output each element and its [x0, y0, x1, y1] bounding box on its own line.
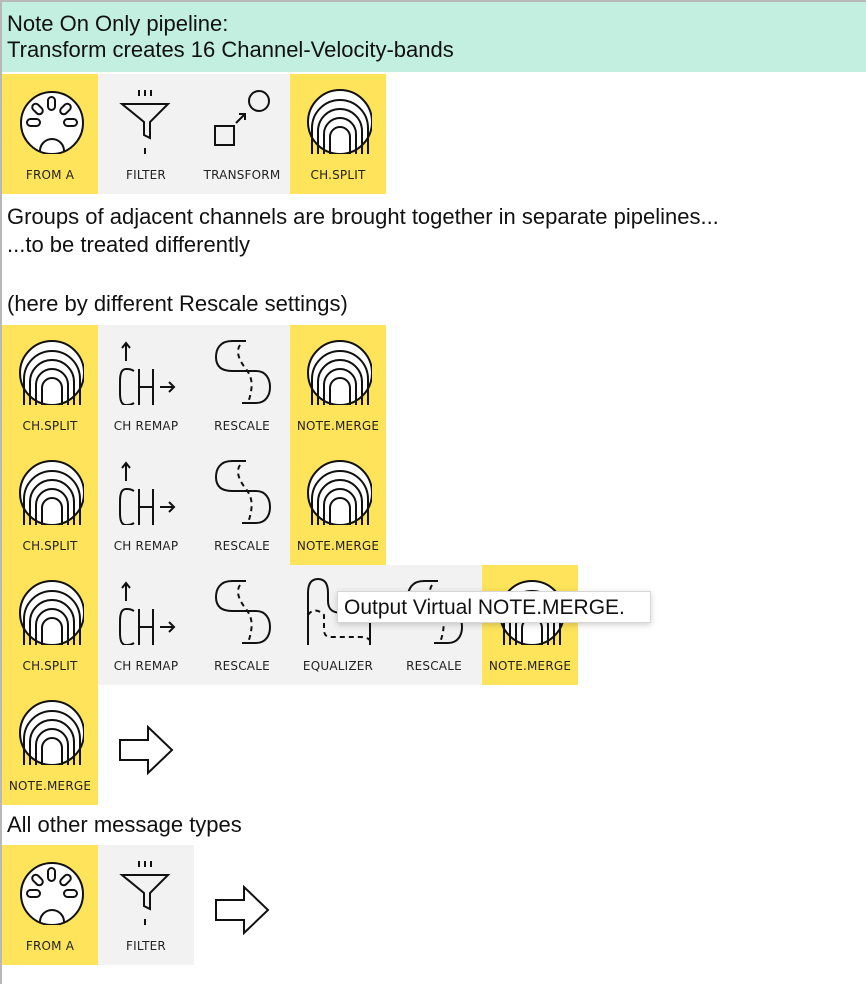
module-tile-note-merge[interactable]: NOTE.MERGE [482, 565, 578, 685]
module-tile-ch-split[interactable]: CH.SPLIT [2, 565, 98, 685]
module-label: CH REMAP [113, 539, 179, 553]
module-label: CH.SPLIT [22, 419, 78, 433]
output-arrow-icon[interactable] [98, 685, 194, 805]
pipeline-row: NOTE.MERGE [2, 685, 194, 805]
module-label: NOTE.MERGE [8, 779, 92, 793]
module-tile-rescale[interactable]: RESCALE [194, 565, 290, 685]
pipeline-row: FROM A FILTER [2, 845, 290, 965]
module-tile-ch-split[interactable]: CH.SPLIT [290, 74, 386, 194]
module-label: TRANSFORM [203, 168, 281, 182]
rescale-note-text: (here by different Rescale settings) [7, 291, 348, 316]
module-label: RESCALE [214, 539, 270, 553]
module-tile-ch-remap[interactable]: CH REMAP [98, 325, 194, 445]
module-tile-rescale[interactable]: RESCALE [194, 445, 290, 565]
module-tile-from-a[interactable]: FROM A [2, 74, 98, 194]
pipeline-row: CH.SPLIT CH REMAP RESCALE NOTE.MERGE [2, 445, 386, 565]
groups-text-1: Groups of adjacent channels are brought … [7, 204, 719, 229]
module-label: NOTE.MERGE [488, 659, 572, 673]
groups-text-2: ...to be treated differently [7, 232, 250, 257]
module-label: NOTE.MERGE [296, 539, 380, 553]
module-tile-note-merge[interactable]: NOTE.MERGE [290, 325, 386, 445]
module-label: CH.SPLIT [22, 659, 78, 673]
module-label: EQUALIZER [302, 659, 374, 673]
module-tile-ch-remap[interactable]: CH REMAP [98, 565, 194, 685]
module-label: CH REMAP [113, 659, 179, 673]
module-tile-note-merge[interactable]: NOTE.MERGE [2, 685, 98, 805]
module-label: NOTE.MERGE [296, 419, 380, 433]
output-arrow-icon[interactable] [194, 845, 290, 965]
module-label: FROM A [25, 168, 75, 182]
module-tile-filter[interactable]: FILTER [98, 74, 194, 194]
pipeline-header: Note On Only pipeline: Transform creates… [2, 2, 866, 72]
module-tile-ch-split[interactable]: CH.SPLIT [2, 325, 98, 445]
tooltip: Output Virtual NOTE.MERGE. [337, 591, 651, 623]
module-tile-ch-remap[interactable]: CH REMAP [98, 445, 194, 565]
module-tile-from-a[interactable]: FROM A [2, 845, 98, 965]
module-label: FILTER [126, 168, 166, 182]
header-line-1: Note On Only pipeline: [7, 11, 229, 36]
header-line-2: Transform creates 16 Channel-Velocity-ba… [7, 37, 454, 62]
module-tile-note-merge[interactable]: NOTE.MERGE [290, 445, 386, 565]
module-label: RESCALE [214, 659, 270, 673]
pipeline-row: CH.SPLIT CH REMAP RESCALE EQUALIZER RESC… [2, 565, 578, 685]
module-label: CH.SPLIT [22, 539, 78, 553]
module-label: CH.SPLIT [310, 168, 366, 182]
module-tile-rescale[interactable]: RESCALE [194, 325, 290, 445]
module-label: CH REMAP [113, 419, 179, 433]
module-tile-ch-split[interactable]: CH.SPLIT [2, 445, 98, 565]
module-label: FILTER [126, 939, 166, 953]
module-label: RESCALE [406, 659, 462, 673]
module-tile-transform[interactable]: TRANSFORM [194, 74, 290, 194]
module-tile-equalizer[interactable]: EQUALIZER [290, 565, 386, 685]
module-tile-filter[interactable]: FILTER [98, 845, 194, 965]
pipeline-row: CH.SPLIT CH REMAP RESCALE NOTE.MERGE [2, 325, 386, 445]
other-types-text: All other message types [7, 812, 242, 837]
module-label: RESCALE [214, 419, 270, 433]
module-tile-rescale[interactable]: RESCALE [386, 565, 482, 685]
pipeline-row: FROM A FILTER TRANSFORM CH.SPLIT [2, 74, 386, 194]
module-label: FROM A [25, 939, 75, 953]
